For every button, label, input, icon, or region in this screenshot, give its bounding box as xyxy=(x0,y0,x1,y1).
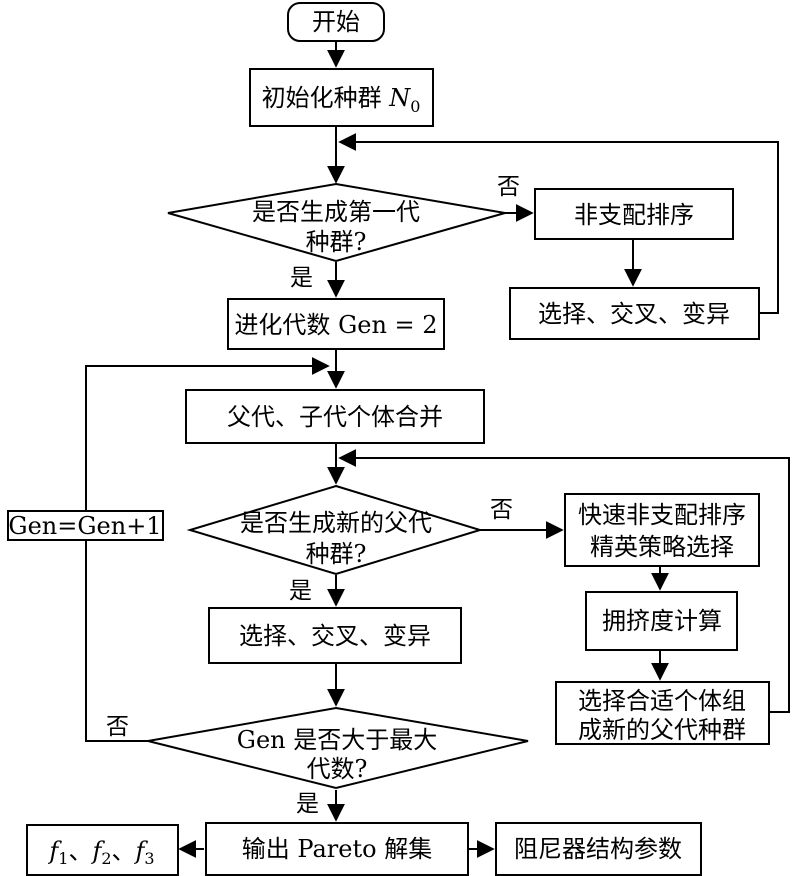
node-max-gen-decision: Gen 是否大于最大 代数? xyxy=(147,706,529,790)
edge-q3-increment xyxy=(85,541,148,742)
merge-label: 父代、子代个体合并 xyxy=(227,403,443,431)
node-nondominated-sort: 非支配排序 xyxy=(534,188,734,240)
node-damper-params: 阻尼器结构参数 xyxy=(495,822,702,876)
new-parent-q-line1: 是否生成新的父代 xyxy=(240,509,432,537)
fast-sort-line2: 精英策略选择 xyxy=(590,533,734,561)
damper-label: 阻尼器结构参数 xyxy=(514,835,682,863)
output-label: 输出 Pareto 解集 xyxy=(242,835,432,863)
node-crowding-distance: 拥挤度计算 xyxy=(585,591,738,651)
max-gen-q-line1: Gen 是否大于最大 xyxy=(237,726,437,754)
edge-label-yes-1: 是 xyxy=(290,265,313,291)
edge-label-no-3: 否 xyxy=(106,714,129,740)
edge-label-no-1: 否 xyxy=(497,174,520,200)
fast-sort-line1: 快速非支配排序 xyxy=(578,501,746,529)
node-start: 开始 xyxy=(287,2,385,42)
node-output-pareto: 输出 Pareto 解集 xyxy=(205,822,469,876)
edge-loop-to-q1 xyxy=(338,133,779,314)
node-objectives: f1、f2、f3 xyxy=(26,824,179,876)
node-select-new-parent: 选择合适个体组 成新的父代种群 xyxy=(555,681,770,745)
node-merge: 父代、子代个体合并 xyxy=(185,389,485,444)
edge-selectnew-to-q2 xyxy=(338,449,790,713)
connectors xyxy=(85,42,790,858)
increment-label: Gen=Gen+1 xyxy=(8,512,161,540)
node-new-parent-decision: 是否生成新的父代 种群? xyxy=(186,484,484,576)
node-init-population: 初始化种群 N0 xyxy=(249,68,434,127)
nondom-label: 非支配排序 xyxy=(574,201,694,229)
new-parent-q-line2: 种群? xyxy=(306,540,367,568)
edge-increment-to-merge xyxy=(85,357,330,510)
objectives-label: f1、f2、f3 xyxy=(47,837,154,868)
sel1-label: 选择、交叉、变异 xyxy=(538,300,730,328)
first-gen-q-line2: 种群? xyxy=(306,228,367,256)
node-select-cross-mutate-2: 选择、交叉、变异 xyxy=(208,607,462,664)
edge-label-yes-3: 是 xyxy=(296,791,319,817)
first-gen-q-line1: 是否生成第一代 xyxy=(252,198,420,226)
node-gen-equals-2: 进化代数 Gen = 2 xyxy=(227,298,445,350)
select-new-line1: 选择合适个体组 xyxy=(578,687,746,715)
sel2-label: 选择、交叉、变异 xyxy=(239,622,431,650)
start-label: 开始 xyxy=(312,8,360,36)
gen2-label: 进化代数 Gen = 2 xyxy=(234,311,437,339)
max-gen-q-line2: 代数? xyxy=(307,755,368,783)
edge-label-no-2: 否 xyxy=(490,497,513,523)
select-new-line2: 成新的父代种群 xyxy=(578,716,746,744)
edge-label-yes-2: 是 xyxy=(289,578,312,604)
node-first-gen-decision: 是否生成第一代 种群? xyxy=(167,182,506,263)
node-select-cross-mutate-1: 选择、交叉、变异 xyxy=(509,287,760,340)
node-fast-sort-elite: 快速非支配排序 精英策略选择 xyxy=(564,493,760,567)
node-gen-increment: Gen=Gen+1 xyxy=(7,510,164,541)
crowding-label: 拥挤度计算 xyxy=(602,607,722,635)
init-label: 初始化种群 N0 xyxy=(262,84,421,116)
